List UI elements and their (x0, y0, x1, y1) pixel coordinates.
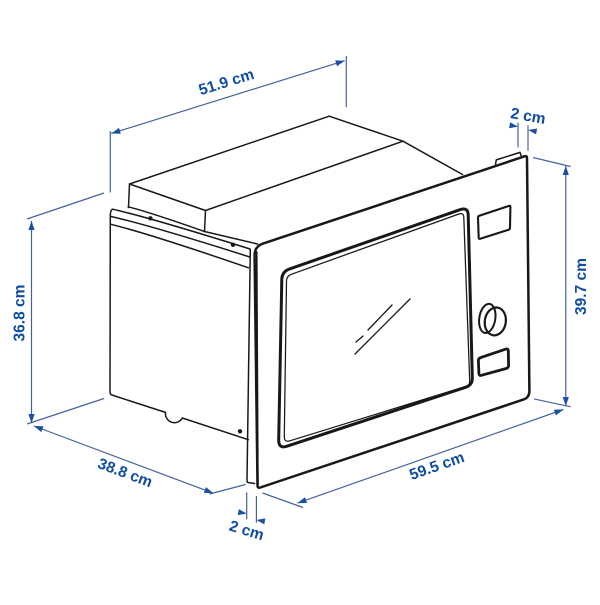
svg-text:39.7 cm: 39.7 cm (573, 258, 590, 315)
svg-text:2 cm: 2 cm (509, 105, 547, 128)
svg-text:36.8 cm: 36.8 cm (12, 285, 29, 342)
